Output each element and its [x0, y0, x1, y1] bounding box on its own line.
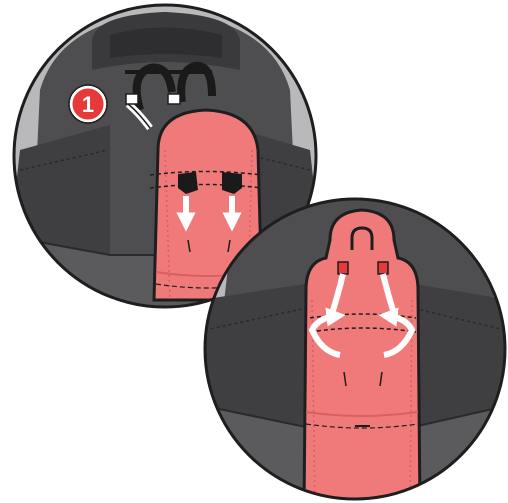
- panel-bottom-border: [203, 197, 507, 501]
- buckle-left: [178, 172, 198, 194]
- arrow-up-left: [308, 307, 346, 358]
- seat-wing-left: [14, 125, 110, 260]
- detail-panel-top: 1: [12, 3, 318, 309]
- seat-wing-right-bottom: [400, 282, 505, 430]
- seat-pad-top: [152, 108, 264, 302]
- harness-strap-right: [177, 61, 216, 103]
- arrow-up-right: [378, 307, 416, 358]
- headrest-hook: [350, 226, 374, 250]
- buckle-right: [222, 172, 242, 194]
- step-badge: 1: [68, 84, 108, 124]
- seat-pad-bottom: [302, 208, 422, 499]
- panel-top-border: [12, 3, 318, 309]
- detail-panel-bottom: [203, 197, 507, 501]
- harness-strap-left: [132, 63, 176, 112]
- seat-wing-left-bottom: [205, 282, 320, 430]
- step-number: 1: [82, 92, 94, 117]
